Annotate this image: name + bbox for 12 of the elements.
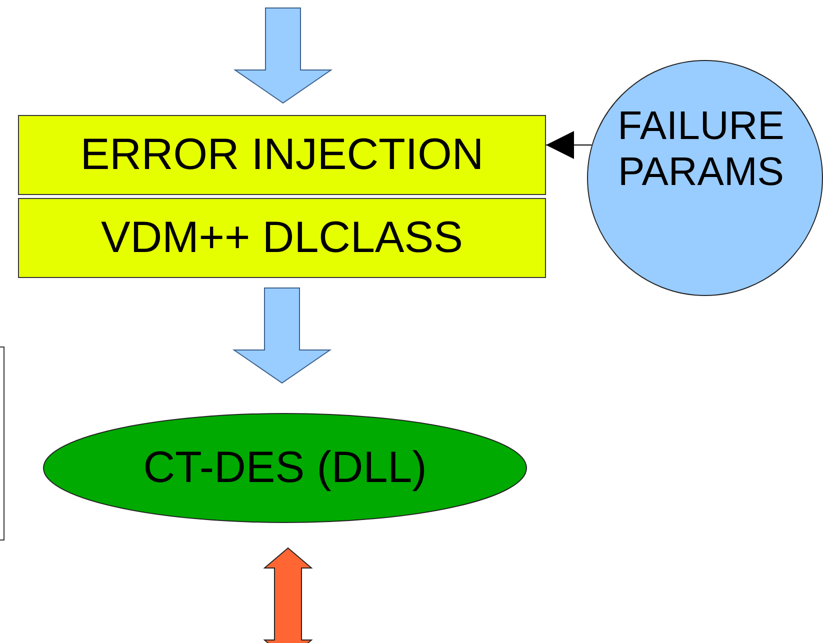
node-label: ERROR INJECTION (80, 130, 484, 180)
node-label: FAILURE PARAMS (616, 103, 786, 195)
process-box (18, 198, 546, 278)
arrow (546, 131, 592, 159)
node-label: CT-DES (DLL) (143, 442, 427, 494)
node-label: VDM++ DLCLASS (101, 212, 463, 264)
input-circle (587, 60, 823, 296)
block-arrow (233, 8, 333, 104)
block-arrow (232, 288, 332, 384)
process-ellipse (43, 413, 527, 523)
double-block-arrow (263, 547, 313, 643)
process-box (18, 115, 546, 195)
